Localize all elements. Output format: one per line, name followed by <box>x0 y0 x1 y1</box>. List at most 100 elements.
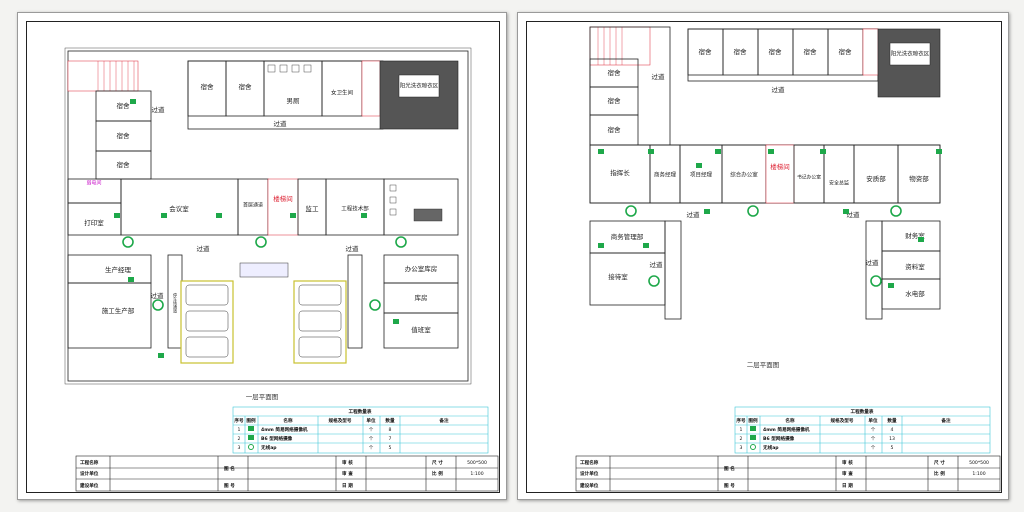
room-safety: 安质部 <box>866 174 886 183</box>
room-material: 物资部 <box>909 174 929 183</box>
room-dorm-top-1: 宿舍 <box>201 82 215 91</box>
materials-cell: 2 <box>740 436 743 442</box>
tb-label: 设计单位 <box>80 470 99 477</box>
room-dorm-top-2: 宿舍 <box>734 47 748 56</box>
materials-cell: 5 <box>891 445 894 451</box>
plan-title-2: 二层平面图 <box>747 361 780 369</box>
stairs-left <box>67 60 139 92</box>
materials-cell: 13 <box>889 436 895 442</box>
materials-title-1: 工程数量表 <box>349 408 372 415</box>
floor-plan-1: 宿舍 宿舍 宿舍 过道 宿舍 宿舍 男厕 女卫生间 阳光洗衣晾衣区 过道 弱电间… <box>64 47 499 492</box>
materials-table-2: 工程数量表 序号 图例 名称 规格及型号 单位 数量 备注 1 4mm 简易网络… <box>734 406 991 454</box>
room-dorm-top-4: 宿舍 <box>804 47 818 56</box>
materials-header: 图例 <box>748 417 758 424</box>
tb-label: 尺 寸 <box>432 459 443 466</box>
room-business: 商务经理 <box>654 171 677 179</box>
drawing-sheet-1: 宿舍 宿舍 宿舍 过道 宿舍 宿舍 男厕 女卫生间 阳光洗衣晾衣区 过道 弱电间… <box>17 12 507 500</box>
materials-cell: 个 <box>871 436 876 442</box>
sheet-2-frame <box>526 21 1002 493</box>
room-stairs: 楼梯间 <box>273 194 293 203</box>
room-power: 水电部 <box>905 289 925 298</box>
materials-header: 序号 <box>736 417 746 424</box>
materials-cell: 个 <box>369 436 374 442</box>
room-female-wc: 女卫生间 <box>331 89 353 97</box>
materials-header: 规格及型号 <box>329 417 352 424</box>
parking-corridor: 停车场通道 <box>173 292 178 314</box>
sheet-1-frame <box>26 21 500 493</box>
room-dorm-left-1: 宿舍 <box>608 68 622 77</box>
drawing-sheet-2: 宿舍 宿舍 宿舍 过道 宿舍 宿舍 宿舍 宿舍 宿舍 阳光洗衣晾衣区 过道 指挥… <box>517 12 1009 500</box>
room-tech: 工程技术部 <box>341 205 369 213</box>
materials-header: 单位 <box>868 417 878 424</box>
materials-header: 数量 <box>385 417 395 424</box>
corridor-label-3: 过道 <box>197 244 211 253</box>
room-weak-current: 弱电间 <box>86 180 101 187</box>
room-reception: 接待室 <box>608 272 628 281</box>
room-dorm-left-3: 宿舍 <box>608 125 622 134</box>
materials-cell: 3 <box>238 445 241 451</box>
room-dorm-left-2: 宿舍 <box>117 131 131 140</box>
room-dorm-top-3: 宿舍 <box>769 47 783 56</box>
tb-label: 图 号 <box>224 482 235 489</box>
room-duty: 值班室 <box>411 325 431 334</box>
materials-header: 名称 <box>785 417 795 424</box>
room-laundry: 阳光洗衣晾衣区 <box>400 82 439 90</box>
room-archive: 资料室 <box>905 262 925 271</box>
corridor-label-6: 过道 <box>866 258 880 267</box>
materials-cell: 1 <box>238 427 241 433</box>
tb-label: 尺 寸 <box>934 459 945 466</box>
corridor-label-4: 过道 <box>847 210 861 219</box>
tb-label: 图 名 <box>724 465 735 472</box>
materials-header: 图例 <box>246 417 256 424</box>
room-dorm-left-3: 宿舍 <box>117 160 131 169</box>
tb-label: 审 核 <box>842 459 853 466</box>
corridor-label-5: 过道 <box>650 260 664 269</box>
room-finance: 财务室 <box>905 231 925 240</box>
materials-header: 数量 <box>887 417 897 424</box>
tb-value: 1:100 <box>470 471 483 477</box>
materials-cell: B6 型网络摄像 <box>261 435 293 442</box>
room-print: 打印室 <box>84 218 104 227</box>
tb-value: 1:100 <box>972 471 985 477</box>
room-construction: 施工生产部 <box>102 306 135 315</box>
tb-label: 比 例 <box>432 470 443 477</box>
tb-label: 审 查 <box>842 470 853 477</box>
corridor-label-4: 过道 <box>346 244 360 253</box>
room-dorm-top-5: 宿舍 <box>839 47 853 56</box>
materials-cell: 5 <box>389 445 392 451</box>
materials-header: 序号 <box>234 417 244 424</box>
room-pm: 项目经理 <box>690 171 713 179</box>
camera-markers-1 <box>114 99 399 358</box>
materials-cell: 3 <box>740 445 743 451</box>
tb-label: 设计单位 <box>580 470 599 477</box>
materials-cell: 个 <box>871 427 876 433</box>
title-block-2: 工程名称 设计单位 建设单位 图 名 图 号 审 核 审 查 日 期 尺 寸 比… <box>575 455 1001 492</box>
room-safety-chief: 安全总监 <box>829 180 849 187</box>
tb-value: 500*500 <box>467 460 487 466</box>
corridor-label-3: 过道 <box>687 210 701 219</box>
materials-cell: 2 <box>238 436 241 442</box>
corridor-label-2: 过道 <box>772 85 786 94</box>
materials-cell: 4 <box>891 427 894 433</box>
materials-cell: 7 <box>389 436 392 442</box>
ap-markers-2 <box>625 205 902 287</box>
corridor-label-5: 过道 <box>151 291 165 300</box>
materials-header: 备注 <box>438 417 449 424</box>
materials-cell: 8 <box>389 427 392 433</box>
tb-label: 工程名称 <box>80 459 99 466</box>
materials-cell: 个 <box>369 427 374 433</box>
materials-cell: 无线ap <box>260 444 277 451</box>
camera-markers-2 <box>598 149 942 288</box>
parking-lot-left <box>180 280 234 364</box>
materials-cell: 4mm 简易网络摄像机 <box>261 426 308 433</box>
tb-label: 建设单位 <box>579 482 599 489</box>
tb-label: 图 名 <box>224 465 235 472</box>
tb-label: 工程名称 <box>580 459 599 466</box>
materials-cell: 4mm 简易网络摄像机 <box>763 426 810 433</box>
floor-plan-2: 宿舍 宿舍 宿舍 过道 宿舍 宿舍 宿舍 宿舍 宿舍 阳光洗衣晾衣区 过道 指挥… <box>575 26 1001 492</box>
materials-cell: B6 型网络摄像 <box>763 435 795 442</box>
materials-header: 名称 <box>283 417 293 424</box>
tb-label: 日 期 <box>342 482 353 489</box>
room-supervisor: 监工 <box>306 204 320 213</box>
room-leader: 首层通道 <box>243 202 263 209</box>
